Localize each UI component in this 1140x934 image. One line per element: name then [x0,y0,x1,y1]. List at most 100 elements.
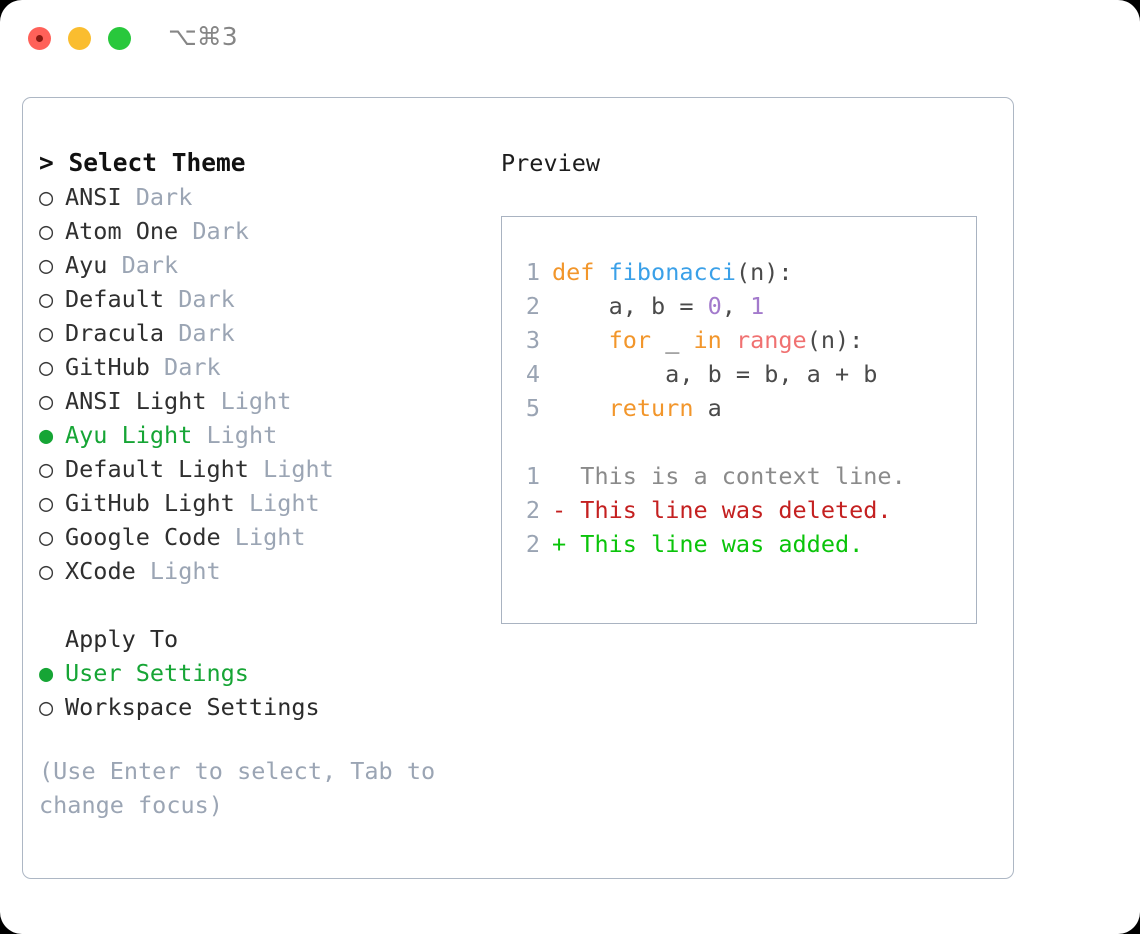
theme-list-item[interactable]: ○ XCode Light [39,554,489,588]
line-number: 2 [525,496,540,524]
diff-text: This is a context line. [566,462,906,490]
theme-name: Dracula [65,319,165,347]
code-blank-line [516,425,906,459]
apply-to-label: Workspace Settings [65,693,320,721]
radio-unselected-icon[interactable]: ○ [39,523,54,551]
code-token [552,326,609,354]
radio-unselected-icon[interactable]: ○ [39,251,54,279]
diff-sign: - [552,496,567,524]
close-button[interactable] [28,27,51,50]
radio-unselected-icon[interactable]: ○ [39,489,54,517]
theme-name: Atom One [65,217,179,245]
theme-kind-label: Light [248,489,320,517]
theme-name: XCode [65,557,136,585]
theme-list-item[interactable]: ○ Dracula Dark [39,316,489,350]
theme-list-item[interactable]: ●Ayu Light Light [39,418,489,452]
radio-selected-icon[interactable]: ● [39,659,54,687]
radio-unselected-icon[interactable]: ○ [39,693,54,721]
code-token: return [608,394,694,422]
maximize-button[interactable] [108,27,131,50]
line-number: 2 [525,292,540,320]
code-token: a [693,394,722,422]
line-number: 5 [525,394,540,422]
code-token: in [693,326,722,354]
diff-text: This line was added. [566,530,864,558]
radio-unselected-icon[interactable]: ○ [39,183,54,211]
list-spacer [39,588,489,622]
theme-kind-label: Dark [192,217,249,245]
theme-name: ANSI [65,183,122,211]
code-token: a, b = [552,292,708,320]
theme-list-item[interactable]: ○ Atom One Dark [39,214,489,248]
theme-gap [136,557,150,585]
theme-list-item[interactable]: ○ GitHub Light Light [39,486,489,520]
theme-kind-label: Light [206,421,278,449]
diff-line: 2- This line was deleted. [516,493,906,527]
line-number: 1 [525,462,540,490]
apply-to-header: Apply To [65,625,179,653]
code-token [594,258,608,286]
theme-gap [192,421,206,449]
radio-unselected-icon[interactable]: ○ [39,455,54,483]
diff-line: 2 + This line was added. [516,527,906,561]
code-token: def [552,258,595,286]
diff-line: 1 This is a context line. [516,459,906,493]
code-token [552,394,609,422]
diff-sign [552,462,566,490]
keyboard-shortcut-label: ⌥⌘3 [168,22,238,51]
apply-to-item[interactable]: ●User Settings [39,656,489,690]
radio-unselected-icon[interactable]: ○ [39,557,54,585]
theme-gap [221,523,235,551]
theme-name: GitHub Light [65,489,235,517]
theme-kind-label: Light [149,557,221,585]
radio-unselected-icon[interactable]: ○ [39,319,54,347]
code-line: 3 for _ in range(n): [516,323,906,357]
radio-unselected-icon[interactable]: ○ [39,217,54,245]
code-token: (n): [735,258,793,286]
diff-sign: + [552,530,567,558]
title-bar: ⌥⌘3 [0,0,1140,76]
theme-gap [178,217,192,245]
code-token: range [735,326,807,354]
apply-to-list[interactable]: ●User Settings ○ Workspace Settings [39,656,489,724]
code-token: for [608,326,652,354]
keyboard-hint-text: (Use Enter to select, Tab to change focu… [39,757,436,819]
theme-list-item[interactable]: ○ Google Code Light [39,520,489,554]
theme-name: Google Code [65,523,221,551]
preview-header: Preview [501,149,601,177]
radio-unselected-icon[interactable]: ○ [39,387,54,415]
select-theme-header: > Select Theme [39,148,246,177]
code-token: , [721,292,751,320]
line-number: 3 [525,326,540,354]
theme-list-item[interactable]: ○Default Dark [39,282,489,316]
radio-unselected-icon[interactable]: ○ [39,285,54,313]
theme-list[interactable]: ○ANSI Dark○Atom One Dark○Ayu Dark○Defaul… [39,180,489,588]
theme-kind-label: Dark [121,251,179,279]
theme-list-column: > Select Theme ○ANSI Dark○Atom One Dark○… [39,146,489,822]
line-number: 2 [525,530,540,558]
code-line: 2 a, b = 0, 1 [516,289,906,323]
theme-list-item[interactable]: ○ANSI Dark [39,180,489,214]
theme-kind-label: Dark [164,353,221,381]
theme-gap [249,455,263,483]
line-number: 4 [525,360,540,388]
radio-unselected-icon[interactable]: ○ [39,353,54,381]
theme-list-item[interactable]: ○Ayu Dark [39,248,489,282]
radio-selected-icon[interactable]: ● [39,421,54,449]
theme-list-item[interactable]: ○Default Light Light [39,452,489,486]
theme-name: Default [65,285,165,313]
theme-gap [150,353,164,381]
theme-list-item[interactable]: ○GitHub Dark [39,350,489,384]
theme-kind-label: Dark [178,319,235,347]
theme-kind-label: Light [234,523,306,551]
theme-kind-label: Light [220,387,292,415]
theme-name: ANSI Light [65,387,207,415]
theme-list-item[interactable]: ○ ANSI Light Light [39,384,489,418]
line-number: 1 [525,258,540,286]
apply-to-item[interactable]: ○ Workspace Settings [39,690,489,724]
minimize-button[interactable] [68,27,91,50]
